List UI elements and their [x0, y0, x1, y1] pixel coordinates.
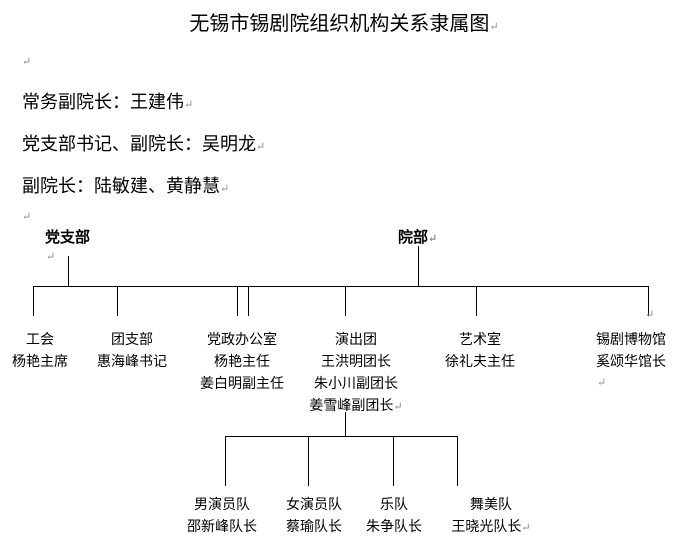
connector-line: [476, 286, 477, 316]
connector-line: [225, 436, 457, 437]
paragraph-mark-icon: ↵: [22, 55, 32, 68]
connector-line: [33, 286, 34, 316]
connector-line: [248, 286, 249, 316]
connector-line: [345, 412, 346, 436]
connector-line: [393, 436, 394, 486]
dept-opera-museum: 锡剧博物馆 奚颂华馆长: [596, 332, 666, 370]
connector-line: [237, 286, 238, 316]
org-node-party-branch: 党支部: [45, 228, 91, 246]
dept-art-office: 艺术室 徐礼夫主任: [445, 332, 515, 370]
leadership-line-1: 常务副院长：王建伟↵: [22, 92, 194, 113]
org-node-institute: 院部↵: [398, 228, 438, 246]
page-title: 无锡市锡剧院组织机构关系隶属图↵: [0, 7, 688, 36]
paragraph-mark-icon: ↵: [645, 308, 655, 321]
connector-line: [648, 286, 649, 316]
troupe-female-actors: 女演员队 蔡瑜队长: [286, 497, 342, 535]
connector-line: [345, 286, 346, 316]
leadership-line-2: 党支部书记、副院长：吴明龙↵: [22, 134, 266, 155]
paragraph-mark-icon: ↵: [489, 20, 499, 33]
paragraph-mark-icon: ↵: [184, 98, 194, 111]
troupe-male-actors: 男演员队 邵新峰队长: [187, 497, 257, 535]
troupe-stage-art: 舞美队 王晓光队长↵: [451, 497, 531, 535]
connector-line: [308, 436, 309, 486]
connector-line: [457, 436, 458, 486]
paragraph-mark-icon: ↵: [428, 232, 438, 245]
paragraph-mark-icon: ↵: [46, 250, 56, 263]
paragraph-mark-icon: ↵: [256, 140, 266, 153]
paragraph-mark-icon: ↵: [220, 182, 230, 195]
dept-youth-league: 团支部 惠海峰书记: [97, 332, 167, 370]
paragraph-mark-icon: ↵: [597, 376, 607, 389]
connector-line: [225, 436, 226, 486]
dept-performance-troupe: 演出团 王洪明团长 朱小川副团长 姜雪峰副团长↵: [309, 332, 403, 414]
troupe-band: 乐队 朱争队长: [366, 497, 422, 535]
title-text: 无锡市锡剧院组织机构关系隶属图: [189, 11, 490, 35]
dept-admin-office: 党政办公室 杨艳主任 姜白明副主任: [200, 332, 284, 392]
dept-union: 工会 杨艳主席: [12, 332, 68, 370]
connector-line: [117, 286, 118, 316]
paragraph-mark-icon: ↵: [22, 210, 32, 223]
leadership-line-3: 副院长：陆敏建、黄静慧↵: [22, 176, 230, 197]
paragraph-mark-icon: ↵: [521, 521, 531, 534]
connector-line: [418, 246, 419, 286]
connector-line: [68, 256, 69, 286]
paragraph-mark-icon: ↵: [393, 400, 403, 413]
connector-line: [33, 286, 648, 287]
